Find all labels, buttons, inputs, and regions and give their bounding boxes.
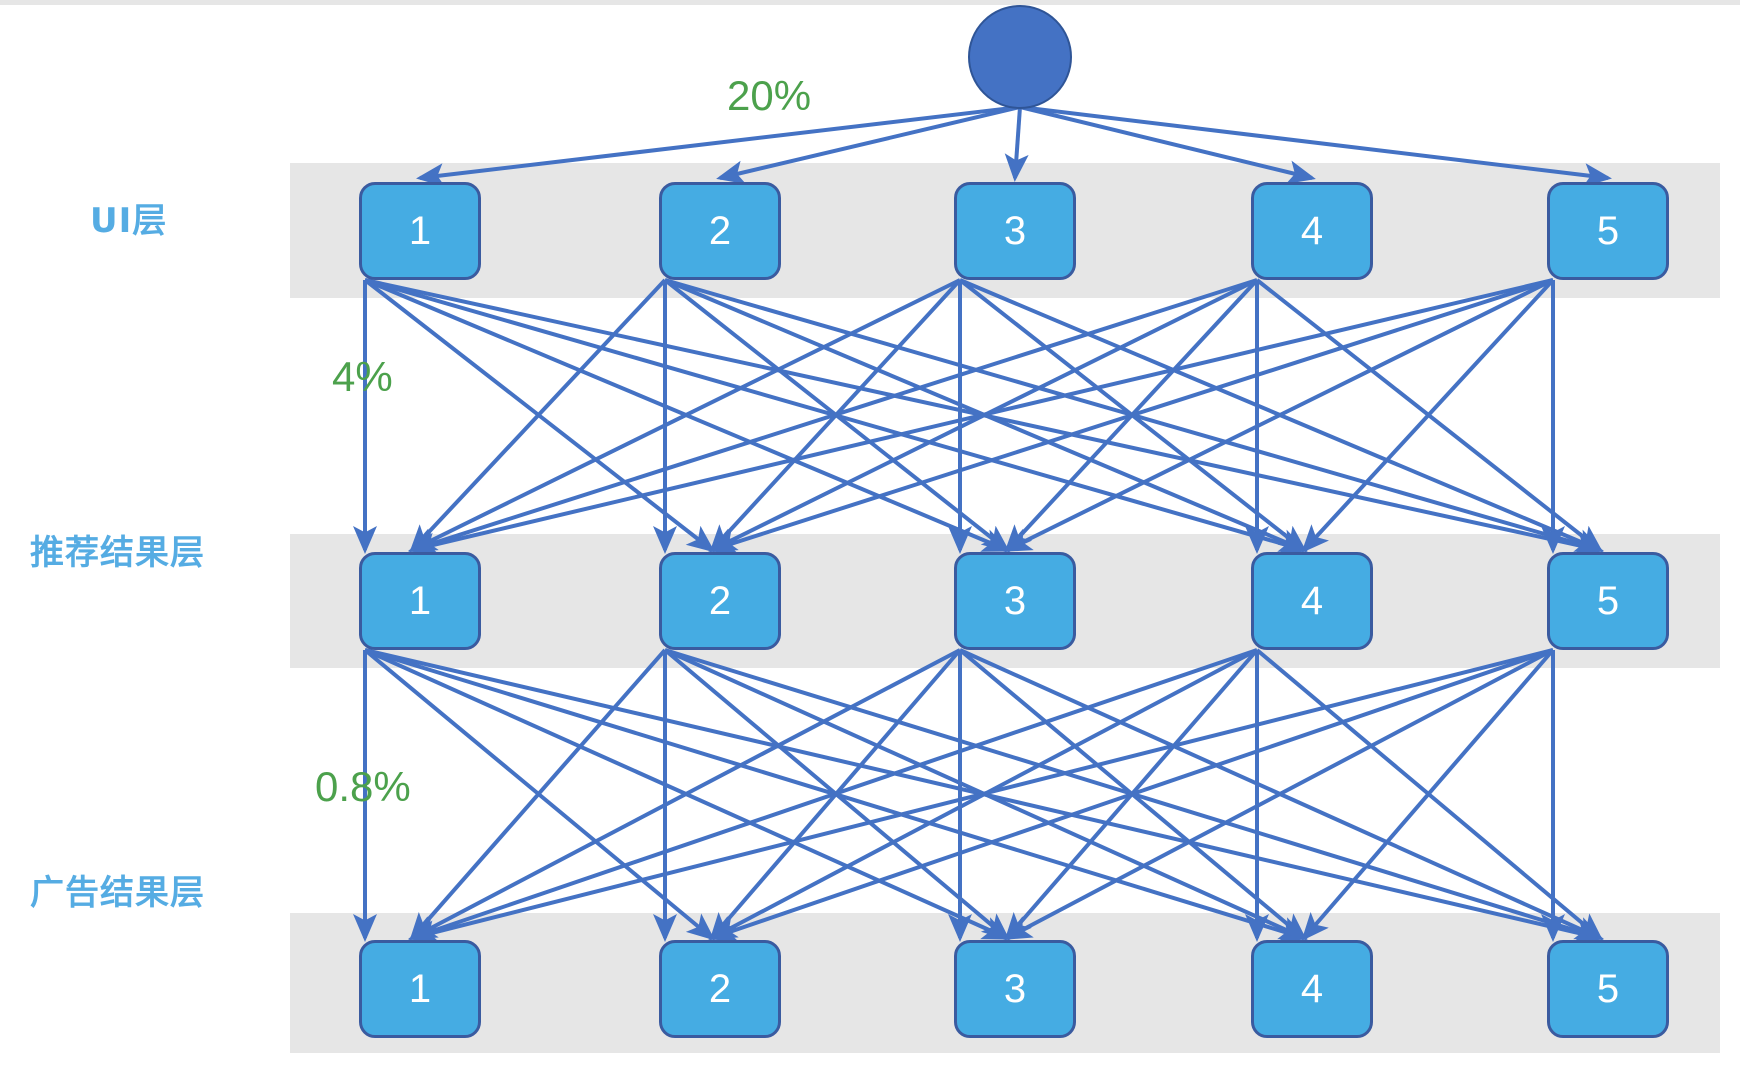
node-rec-3[interactable]: 3 (954, 552, 1076, 650)
percent-label-rec-to-ad: 0.8% (315, 763, 411, 810)
node-label: 4 (1300, 966, 1324, 1011)
layer-label-ui: UI层 (90, 201, 168, 241)
root-node-circle[interactable] (968, 5, 1072, 109)
edge-rec-ad-3-to-1 (408, 648, 961, 940)
edge-ui-rec-2-to-5 (664, 278, 1604, 555)
percent-label-ui-to-rec: 4% (332, 353, 393, 400)
edge-rec-ad-1-to-4 (364, 648, 1308, 943)
edge-ui-rec-3-to-4 (958, 278, 1308, 553)
edge-rec-ad-2-to-3 (663, 648, 1011, 941)
edge-ui-rec-4-to-2 (708, 278, 1258, 552)
node-rec-2[interactable]: 2 (659, 552, 781, 650)
node-ui-2[interactable]: 2 (659, 182, 781, 280)
layer-label-ad: 广告结果层 (30, 873, 205, 913)
node-ui-1[interactable]: 1 (359, 182, 481, 280)
node-label: 5 (1596, 966, 1620, 1011)
edge-rec-ad-5-to-1 (408, 648, 1554, 944)
edge-ui-rec-2-to-1 (409, 278, 667, 553)
node-ad-1[interactable]: 1 (359, 940, 481, 1038)
node-ui-4[interactable]: 4 (1251, 182, 1373, 280)
node-label: 2 (708, 966, 732, 1011)
edge-rec-ad-2-to-1 (409, 648, 667, 942)
edge-rec-ad-1-to-3 (364, 648, 1011, 940)
node-rec-5[interactable]: 5 (1547, 552, 1669, 650)
node-label: 4 (1300, 208, 1324, 253)
edge-rec-ad-3-to-4 (958, 648, 1308, 941)
node-ui-5[interactable]: 5 (1547, 182, 1669, 280)
node-label: 4 (1300, 578, 1324, 623)
layer-label-rec: 推荐结果层 (30, 533, 205, 573)
edge-ui-rec-1-to-4 (364, 278, 1308, 555)
edge-rec-ad-1-to-5 (364, 648, 1604, 945)
node-label: 1 (408, 208, 432, 253)
node-label: 2 (708, 208, 732, 253)
edge-ui-rec-1-to-5 (364, 278, 1604, 557)
node-label: 1 (408, 578, 432, 623)
edge-rec-ad-4-to-1 (408, 648, 1258, 942)
edge-rec-ad-4-to-5 (1255, 648, 1604, 941)
node-label: 5 (1596, 578, 1620, 623)
node-ad-5[interactable]: 5 (1547, 940, 1669, 1038)
edge-rec-ad-3-to-5 (959, 648, 1604, 940)
edge-rec-ad-3-to-2 (709, 648, 962, 942)
edge-ui-rec-2-to-4 (664, 278, 1308, 552)
edge-rec-ad-4-to-2 (708, 648, 1258, 940)
edge-ui-rec-1-to-2 (363, 278, 716, 553)
edge-ui-rec-5-to-1 (408, 278, 1554, 557)
percent-label-root-to-ui: 20% (727, 72, 812, 119)
node-ad-3[interactable]: 3 (954, 940, 1076, 1038)
edge-rec-ad-5-to-2 (708, 648, 1554, 942)
edge-ui-rec-1-to-3 (364, 278, 1011, 552)
node-rec-4[interactable]: 4 (1251, 552, 1373, 650)
edge-ui-rec-3-to-2 (709, 278, 962, 553)
edge-ui-rec-3-to-1 (408, 278, 961, 552)
edge-ui-rec-4-to-5 (1255, 278, 1604, 553)
edge-rec-ad-2-to-4 (664, 648, 1308, 940)
edge-ui-rec-5-to-2 (708, 278, 1554, 555)
node-label: 3 (1003, 966, 1027, 1011)
edge-ui-rec-3-to-5 (959, 278, 1604, 552)
node-label: 3 (1003, 578, 1027, 623)
node-ui-3[interactable]: 3 (954, 182, 1076, 280)
node-label: 5 (1596, 208, 1620, 253)
edge-rec-ad-1-to-2 (363, 648, 716, 941)
node-ad-4[interactable]: 4 (1251, 940, 1373, 1038)
node-label: 3 (1003, 208, 1027, 253)
edge-ui-rec-4-to-1 (408, 278, 1258, 555)
edge-rec-ad-5-to-3 (1003, 648, 1554, 940)
edge-ui-rec-2-to-3 (663, 278, 1011, 553)
edge-rec-ad-5-to-4 (1301, 648, 1555, 942)
edge-ui-rec-4-to-3 (1004, 278, 1259, 553)
node-ad-2[interactable]: 2 (659, 940, 781, 1038)
edge-rec-ad-2-to-5 (664, 648, 1604, 943)
node-rec-1[interactable]: 1 (359, 552, 481, 650)
edge-rec-ad-4-to-3 (1004, 648, 1259, 942)
node-label: 1 (408, 966, 432, 1011)
top-strip (0, 0, 1740, 5)
edge-ui-rec-5-to-3 (1003, 278, 1554, 552)
edge-ui-rec-5-to-4 (1301, 278, 1555, 553)
node-label: 2 (708, 578, 732, 623)
